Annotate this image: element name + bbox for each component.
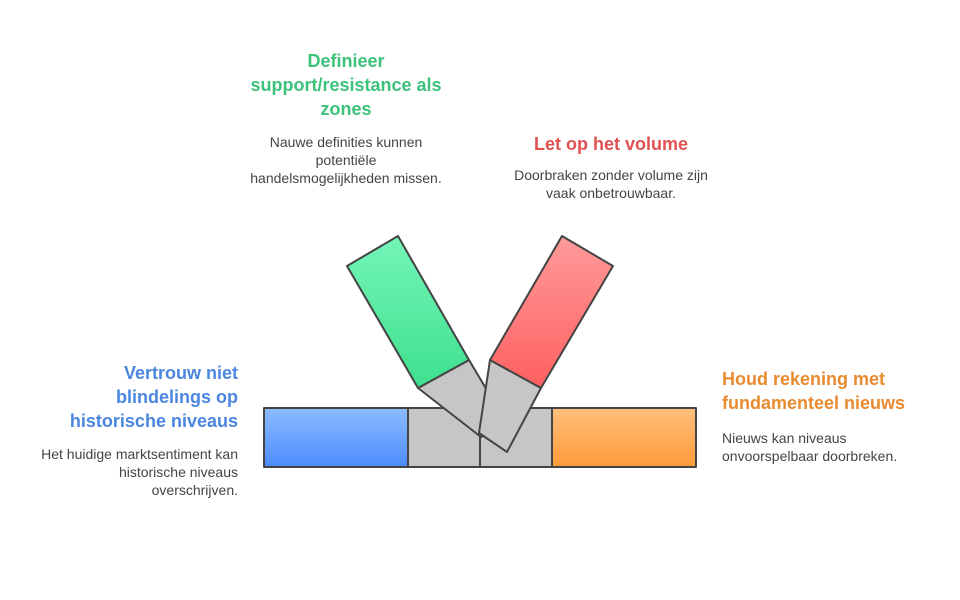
orange-bar bbox=[551, 407, 697, 468]
historic-levels-title: Vertrouw niet blindelings op historische… bbox=[69, 363, 238, 431]
fundamental-news-title: Houd rekening met fundamenteel nieuws bbox=[722, 369, 906, 413]
fundamental-news-block: Houd rekening met fundamenteel nieuws Ni… bbox=[722, 367, 942, 465]
volume-block: Let op het volume Doorbraken zonder volu… bbox=[500, 132, 722, 202]
support-resistance-block: Definieer support/resistance als zones N… bbox=[250, 49, 442, 187]
historic-levels-block: Vertrouw niet blindelings op historische… bbox=[40, 361, 238, 499]
support-resistance-title: Definieer support/resistance als zones bbox=[250, 51, 442, 119]
green-arm bbox=[346, 235, 470, 389]
volume-description: Doorbraken zonder volume zijn vaak onbet… bbox=[514, 167, 708, 201]
red-arm bbox=[489, 235, 614, 389]
support-resistance-description: Nauwe definities kunnen potentiële hande… bbox=[250, 134, 442, 186]
historic-levels-description: Het huidige marktsentiment kan historisc… bbox=[41, 446, 238, 498]
blue-bar bbox=[263, 407, 409, 468]
shapes bbox=[263, 235, 697, 468]
fundamental-news-description: Nieuws kan niveaus onvoorspelbaar doorbr… bbox=[722, 430, 898, 464]
volume-title: Let op het volume bbox=[533, 134, 688, 154]
